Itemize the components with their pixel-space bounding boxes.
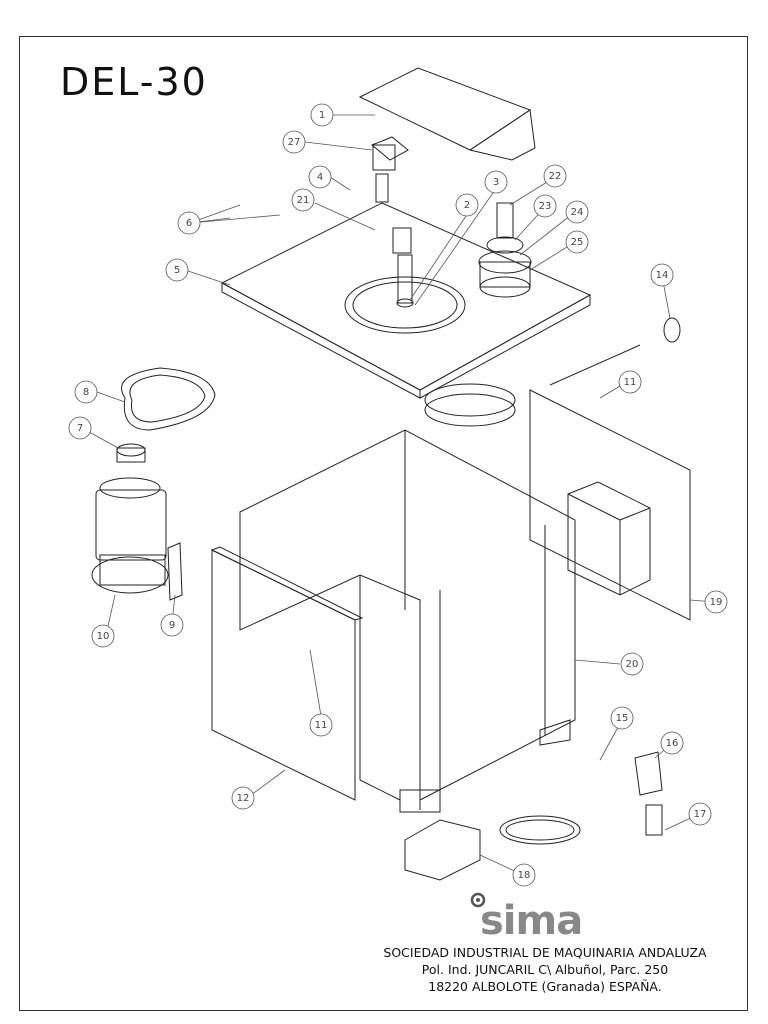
callout-21 <box>291 188 315 212</box>
callout-label: 2 <box>464 200 470 211</box>
callout-label: 15 <box>616 713 629 724</box>
callout-20 <box>620 652 644 676</box>
callout-22 <box>543 164 567 188</box>
callout-4 <box>308 165 332 189</box>
callout-label: 18 <box>518 870 531 881</box>
brand-logo: sima <box>480 898 583 944</box>
callout-27 <box>282 130 306 154</box>
callout-label: 7 <box>77 423 83 434</box>
callout-label: 19 <box>710 597 723 608</box>
callout-7 <box>68 416 92 440</box>
callout-11b <box>309 713 333 737</box>
callout-15 <box>610 706 634 730</box>
callout-12 <box>231 786 255 810</box>
callout-label: 27 <box>288 137 301 148</box>
callout-16 <box>660 731 684 755</box>
back-panel <box>529 389 691 621</box>
callout-5 <box>165 258 189 282</box>
callout-1 <box>310 103 334 127</box>
callout-label: 11 <box>315 720 328 731</box>
callout-bubbles <box>68 103 728 887</box>
callout-8 <box>74 380 98 404</box>
callout-label: 5 <box>174 265 180 276</box>
callout-label: 22 <box>549 171 562 182</box>
callout-label: 21 <box>297 195 310 206</box>
base-plate <box>220 202 592 391</box>
callout-17 <box>688 802 712 826</box>
drawing-title: DEL-30 <box>60 60 208 104</box>
callout-label: 11 <box>624 377 637 388</box>
main-frame <box>239 429 576 801</box>
callout-label: 16 <box>666 738 679 749</box>
callout-14 <box>650 263 674 287</box>
company-address: SOCIEDAD INDUSTRIAL DE MAQUINARIA ANDALU… <box>360 944 730 995</box>
callout-label: 8 <box>83 387 89 398</box>
callout-10 <box>91 624 115 648</box>
callout-label: 24 <box>571 207 584 218</box>
company-street: Pol. Ind. JUNCARIL C\ Albuñol, Parc. 250 <box>421 962 669 977</box>
callout-18 <box>512 863 536 887</box>
callout-label: 25 <box>571 237 584 248</box>
callout-label: 1 <box>319 110 325 121</box>
callout-label: 10 <box>97 631 110 642</box>
callout-3 <box>484 170 508 194</box>
callout-19 <box>704 590 728 614</box>
callout-25 <box>565 230 589 254</box>
callout-label: 17 <box>694 809 707 820</box>
callout-label: 14 <box>656 270 669 281</box>
callout-11a <box>618 370 642 394</box>
callout-6 <box>177 211 201 235</box>
callout-label: 4 <box>317 172 323 183</box>
callout-label: 9 <box>169 620 175 631</box>
top-cover <box>358 67 532 151</box>
callout-23 <box>533 194 557 218</box>
callout-label: 23 <box>539 201 552 212</box>
callout-label: 20 <box>626 659 639 670</box>
callout-label: 6 <box>186 218 192 229</box>
callout-label: 12 <box>237 793 250 804</box>
callout-9 <box>160 613 184 637</box>
sima-logo-icon <box>470 892 486 908</box>
callout-2 <box>455 193 479 217</box>
company-name: SOCIEDAD INDUSTRIAL DE MAQUINARIA ANDALU… <box>383 945 707 960</box>
callout-24 <box>565 200 589 224</box>
callout-label: 3 <box>493 177 499 188</box>
company-city: 18220 ALBOLOTE (Granada) ESPAÑA. <box>428 979 662 994</box>
drawing-frame <box>19 36 748 1011</box>
